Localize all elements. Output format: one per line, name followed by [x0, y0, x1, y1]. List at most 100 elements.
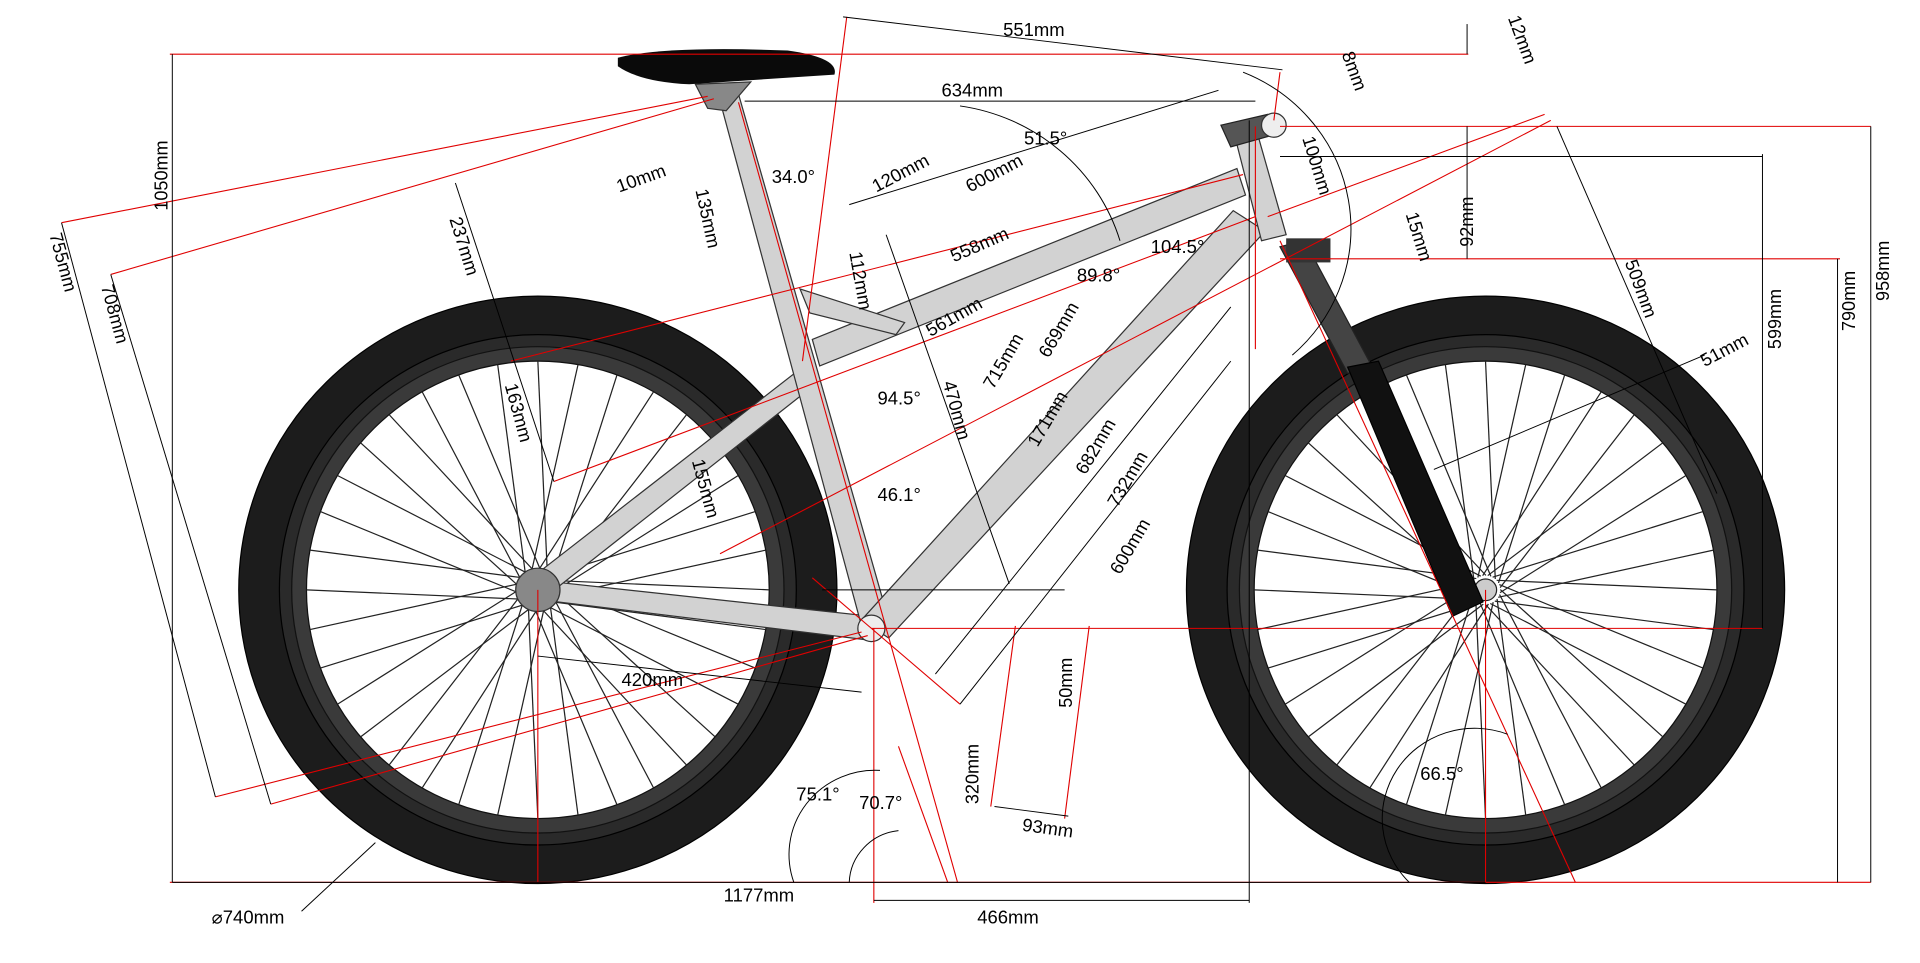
spoke [1482, 391, 1602, 576]
spoke [497, 364, 527, 581]
label-790: 790mm [1838, 271, 1859, 331]
handlebar [1260, 112, 1287, 138]
spoke [309, 581, 526, 631]
label-320: 320mm [961, 744, 982, 804]
spoke [1369, 603, 1489, 789]
label-600b: 600mm [1105, 515, 1154, 578]
spoke [1267, 601, 1479, 669]
label-46-1-deg: 46.1° [878, 484, 921, 505]
spoke [1496, 598, 1527, 816]
spoke [1492, 511, 1704, 578]
reference-lines [61, 16, 1871, 903]
spoke [421, 391, 525, 586]
spoke [1498, 594, 1602, 789]
label-600a: 600mm [962, 150, 1026, 197]
seatpost-clamp [694, 81, 753, 112]
spoke [1499, 474, 1687, 594]
label-70-7-deg: 70.7° [859, 792, 902, 813]
label-135: 135mm [691, 187, 725, 250]
spoke [552, 589, 716, 738]
label-112: 112mm [845, 250, 876, 312]
spoke [548, 579, 770, 591]
dimension-lines [61, 16, 1872, 912]
label-10: 10mm [613, 160, 668, 197]
spoke [320, 511, 525, 596]
spoke [1489, 602, 1687, 705]
label-8: 8mm [1338, 48, 1372, 93]
spoke [529, 364, 579, 578]
spoke [1444, 364, 1475, 581]
spoke [1498, 549, 1714, 598]
label-51-5-deg: 51.5° [1024, 128, 1067, 149]
label-599: 599mm [1764, 289, 1785, 349]
spoke [1405, 374, 1492, 577]
spoke [1405, 596, 1474, 805]
spoke [1487, 442, 1664, 577]
spoke [1484, 361, 1496, 580]
spoke [551, 594, 655, 789]
spoke [1484, 603, 1635, 766]
spoke [421, 603, 542, 789]
label-92: 92mm [1456, 197, 1477, 247]
label-1050: 1050mm [150, 140, 171, 210]
spoke [1499, 589, 1664, 738]
spoke [320, 601, 531, 669]
spoke [458, 596, 526, 805]
spoke [337, 586, 524, 705]
spoke [537, 361, 549, 580]
label-420: 420mm [622, 669, 684, 690]
label-104-5-deg: 104.5° [1151, 236, 1205, 257]
spoke [388, 414, 539, 576]
spoke [1307, 603, 1484, 738]
label-715: 715mm [978, 329, 1027, 392]
label-708: 708mm [97, 282, 133, 346]
spoke [1499, 584, 1704, 669]
label-75-1-deg: 75.1° [796, 784, 839, 805]
spoke [1254, 589, 1475, 600]
label-50: 50mm [1055, 658, 1076, 708]
label-509: 509mm [1621, 257, 1662, 321]
spoke [1284, 586, 1472, 705]
label-94-5-deg: 94.5° [878, 388, 921, 409]
spoke [550, 374, 618, 584]
spoke [527, 600, 539, 819]
spoke [1477, 364, 1527, 578]
label-1177: 1177mm [724, 885, 794, 906]
spoke [548, 598, 579, 816]
saddle [617, 49, 835, 85]
label-740: ⌀740mm [212, 906, 285, 927]
label-89-8-deg: 89.8° [1077, 265, 1120, 286]
spoke [388, 591, 524, 766]
label-558: 558mm [947, 223, 1012, 266]
spoke [551, 474, 739, 594]
spoke [306, 589, 527, 600]
spoke [537, 603, 688, 766]
gusset [798, 287, 906, 336]
label-470: 470mm [939, 378, 975, 442]
label-100: 100mm [1298, 134, 1336, 198]
label-12: 12mm [1504, 12, 1541, 66]
spoke [1479, 603, 1566, 805]
label-66-5-deg: 66.5° [1420, 763, 1463, 784]
spoke [309, 549, 529, 580]
spoke [1497, 374, 1566, 584]
spoke [360, 603, 536, 738]
spoke [337, 474, 534, 577]
spoke [1496, 579, 1717, 591]
spoke [1257, 581, 1474, 631]
spoke [1336, 591, 1472, 766]
spoke [531, 603, 618, 805]
label-237: 237mm [445, 214, 483, 278]
label-634: 634mm [942, 79, 1004, 100]
label-51: 51mm [1697, 329, 1752, 371]
label-669: 669mm [1034, 298, 1083, 361]
label-551: 551mm [1003, 19, 1065, 40]
spoke [547, 600, 766, 631]
spoke [1494, 600, 1714, 631]
label-93: 93mm [1021, 814, 1075, 842]
spoke [1499, 414, 1635, 589]
spoke [458, 374, 544, 577]
label-755: 755mm [45, 230, 81, 294]
